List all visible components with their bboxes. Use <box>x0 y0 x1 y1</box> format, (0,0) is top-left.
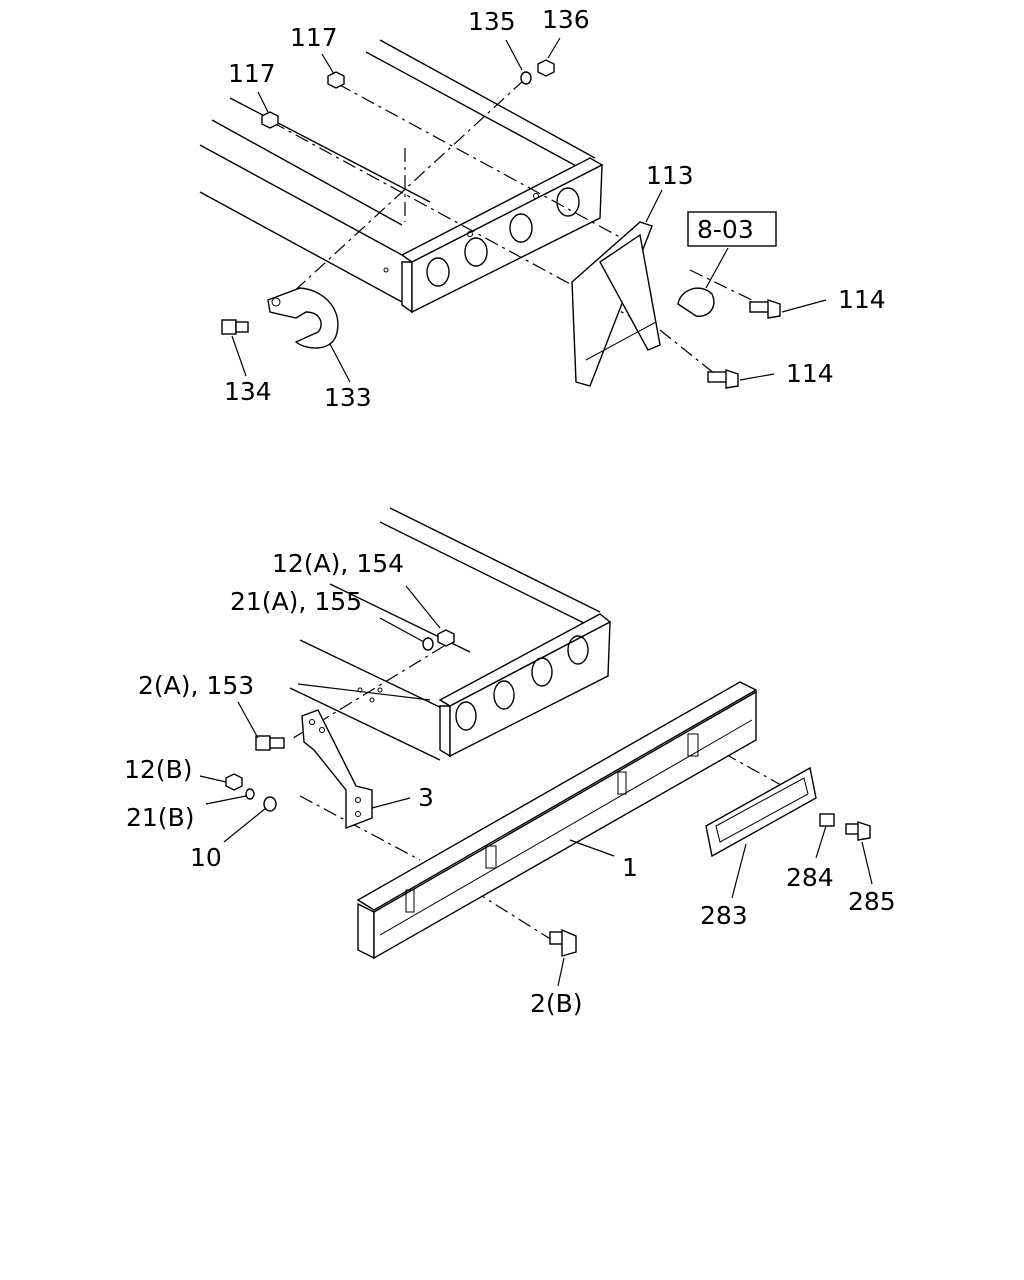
connector-8-03[interactable] <box>677 287 715 317</box>
callout-10[interactable]: 10 <box>190 843 222 872</box>
callout-8-03[interactable]: 8-03 <box>697 215 754 244</box>
callout-283[interactable]: 283 <box>700 901 748 930</box>
nut-136[interactable] <box>537 59 555 77</box>
assembly-lines-top <box>271 79 761 379</box>
nut-12b[interactable] <box>225 773 243 791</box>
callout-133[interactable]: 133 <box>324 383 372 412</box>
bracket-113[interactable] <box>571 221 661 387</box>
frame-rear-end-bottom <box>289 507 612 761</box>
callout-labels: 117 117 135 136 113 8-03 114 114 134 133… <box>124 5 896 1018</box>
callout-113[interactable]: 113 <box>646 161 694 190</box>
callout-114-upper[interactable]: 114 <box>838 285 886 314</box>
screw-285[interactable] <box>845 821 871 841</box>
washer-21b[interactable] <box>245 788 255 800</box>
bolt-114-upper[interactable] <box>749 299 781 319</box>
callout-135[interactable]: 135 <box>468 7 516 36</box>
callout-21a-155[interactable]: 21(A), 155 <box>230 587 362 616</box>
bolt-2b[interactable] <box>549 928 577 957</box>
bolt-114-lower[interactable] <box>707 369 739 389</box>
callout-284[interactable]: 284 <box>786 863 834 892</box>
tow-hook-133[interactable] <box>267 287 339 349</box>
nut-12a-154[interactable] <box>437 629 455 647</box>
callout-12b[interactable]: 12(B) <box>124 755 192 784</box>
washer-10[interactable] <box>263 796 277 812</box>
plate-283[interactable] <box>705 766 817 858</box>
callout-136[interactable]: 136 <box>542 5 590 34</box>
nut-117-lower[interactable] <box>261 111 279 129</box>
callout-2b[interactable]: 2(B) <box>530 989 583 1018</box>
callout-134[interactable]: 134 <box>224 377 272 406</box>
leader-lines-bottom <box>199 585 873 987</box>
callout-1[interactable]: 1 <box>622 853 638 882</box>
ref-8-03-box <box>687 211 777 247</box>
callout-2a-153[interactable]: 2(A), 153 <box>138 671 254 700</box>
callout-21b[interactable]: 21(B) <box>126 803 194 832</box>
spacer-284[interactable] <box>819 813 835 827</box>
bumper-1[interactable] <box>356 681 758 960</box>
nut-117-upper[interactable] <box>327 71 345 89</box>
callout-3[interactable]: 3 <box>418 783 434 812</box>
callout-117-upper[interactable]: 117 <box>290 23 338 52</box>
callout-12a-154[interactable]: 12(A), 154 <box>272 549 404 578</box>
callout-285[interactable]: 285 <box>848 887 896 916</box>
bracket-3[interactable] <box>301 709 373 830</box>
bolt-134[interactable] <box>221 319 249 335</box>
callout-114-lower[interactable]: 114 <box>786 359 834 388</box>
washer-135[interactable] <box>520 71 532 85</box>
leader-lines-top <box>231 37 827 383</box>
washer-21a-155[interactable] <box>422 637 434 651</box>
bolt-2a-153[interactable] <box>255 735 285 751</box>
callout-117-lower[interactable]: 117 <box>228 59 276 88</box>
